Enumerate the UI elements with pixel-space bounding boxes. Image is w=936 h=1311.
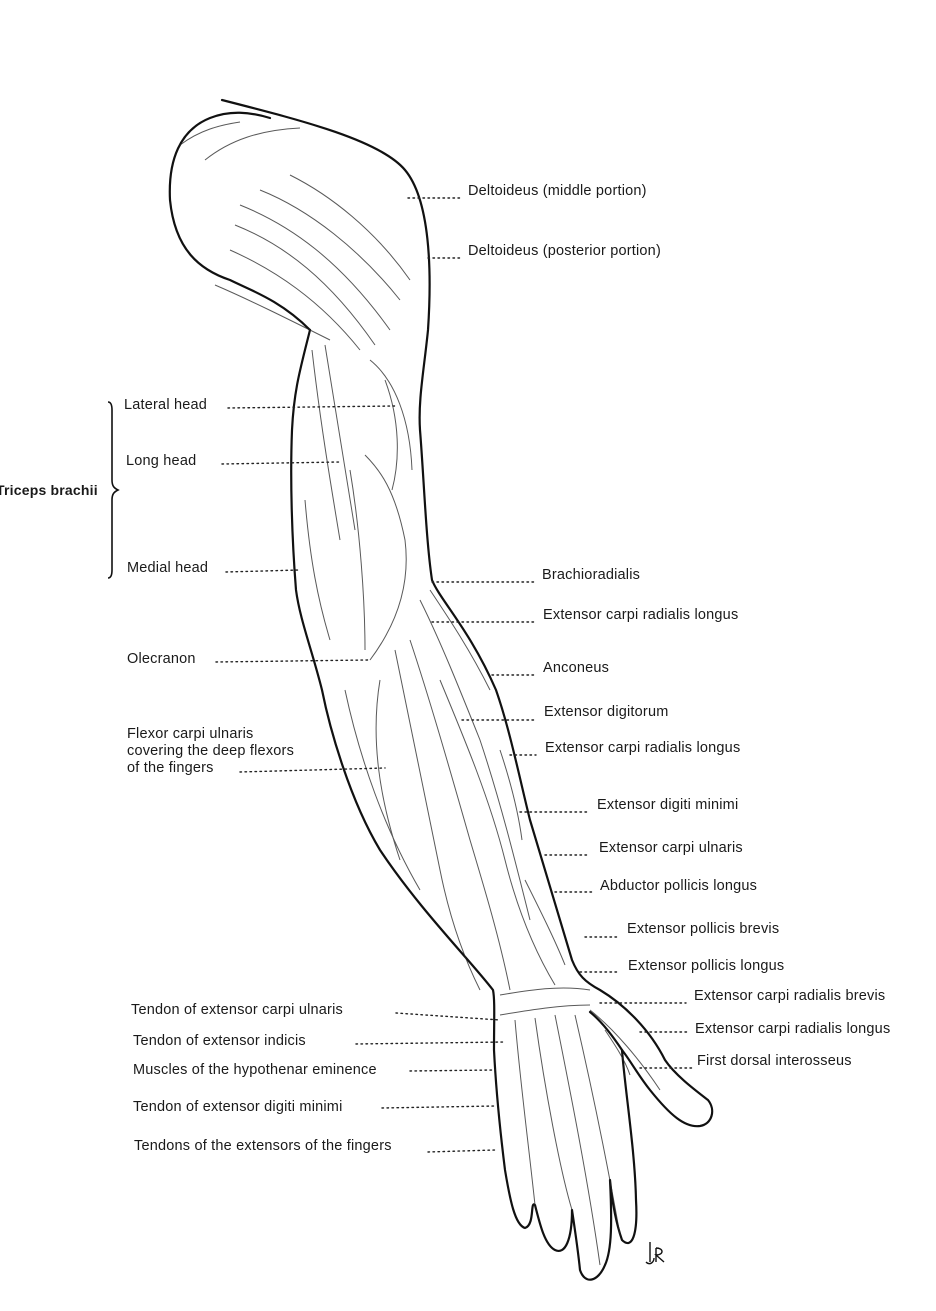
label-extensor-digitorum: Extensor digitorum bbox=[544, 704, 669, 720]
arm-outline bbox=[168, 98, 714, 1281]
label-ext-pollicis-longus: Extensor pollicis longus bbox=[628, 958, 785, 974]
muscle-fibers bbox=[179, 121, 661, 1266]
label-ext-pollicis-brevis: Extensor pollicis brevis bbox=[627, 921, 780, 937]
label-tendon-ext-indicis: Tendon of extensor indicis bbox=[133, 1033, 306, 1049]
label-flexor-carpi-ulnaris: Flexor carpi ulnaris covering the deep f… bbox=[127, 726, 347, 777]
label-brachioradialis: Brachioradialis bbox=[542, 567, 641, 583]
label-deltoid-middle: Deltoideus (middle portion) bbox=[468, 183, 647, 199]
label-abductor-pollicis-longus: Abductor pollicis longus bbox=[600, 878, 758, 894]
label-medial-head: Medial head bbox=[127, 560, 209, 576]
label-ext-carpi-ulnaris: Extensor carpi ulnaris bbox=[599, 840, 743, 856]
label-olecranon: Olecranon bbox=[127, 651, 196, 667]
label-ext-carpi-rad-longus-2: Extensor carpi radialis longus bbox=[545, 740, 741, 756]
label-tendons-extensors-fingers: Tendons of the extensors of the fingers bbox=[134, 1138, 392, 1154]
label-triceps-brachii: Triceps brachii bbox=[0, 482, 98, 498]
label-ext-carpi-rad-brevis: Extensor carpi radialis brevis bbox=[694, 988, 886, 1004]
label-fcu-line-1: Flexor carpi ulnaris bbox=[127, 726, 254, 742]
label-first-dorsal-interosseus: First dorsal interosseus bbox=[697, 1053, 852, 1069]
label-hypothenar: Muscles of the hypothenar eminence bbox=[133, 1062, 377, 1078]
label-anconeus: Anconeus bbox=[543, 660, 610, 676]
label-deltoid-posterior: Deltoideus (posterior portion) bbox=[468, 243, 661, 259]
leader-lines bbox=[215, 197, 693, 1153]
artist-signature bbox=[645, 1242, 665, 1265]
triceps-brace bbox=[107, 401, 120, 579]
label-ext-carpi-rad-longus-3: Extensor carpi radialis longus bbox=[695, 1021, 891, 1037]
label-fcu-line-3: of the fingers bbox=[127, 760, 214, 776]
label-tendon-ext-carpi-ulnaris: Tendon of extensor carpi ulnaris bbox=[131, 1002, 343, 1018]
label-ext-carpi-rad-longus-1: Extensor carpi radialis longus bbox=[543, 607, 739, 623]
label-tendon-ext-digiti-minimi: Tendon of extensor digiti minimi bbox=[133, 1099, 343, 1115]
label-ext-digiti-minimi: Extensor digiti minimi bbox=[597, 797, 739, 813]
label-fcu-line-2: covering the deep flexors bbox=[127, 743, 295, 759]
label-long-head: Long head bbox=[126, 453, 197, 469]
label-lateral-head: Lateral head bbox=[124, 397, 208, 413]
